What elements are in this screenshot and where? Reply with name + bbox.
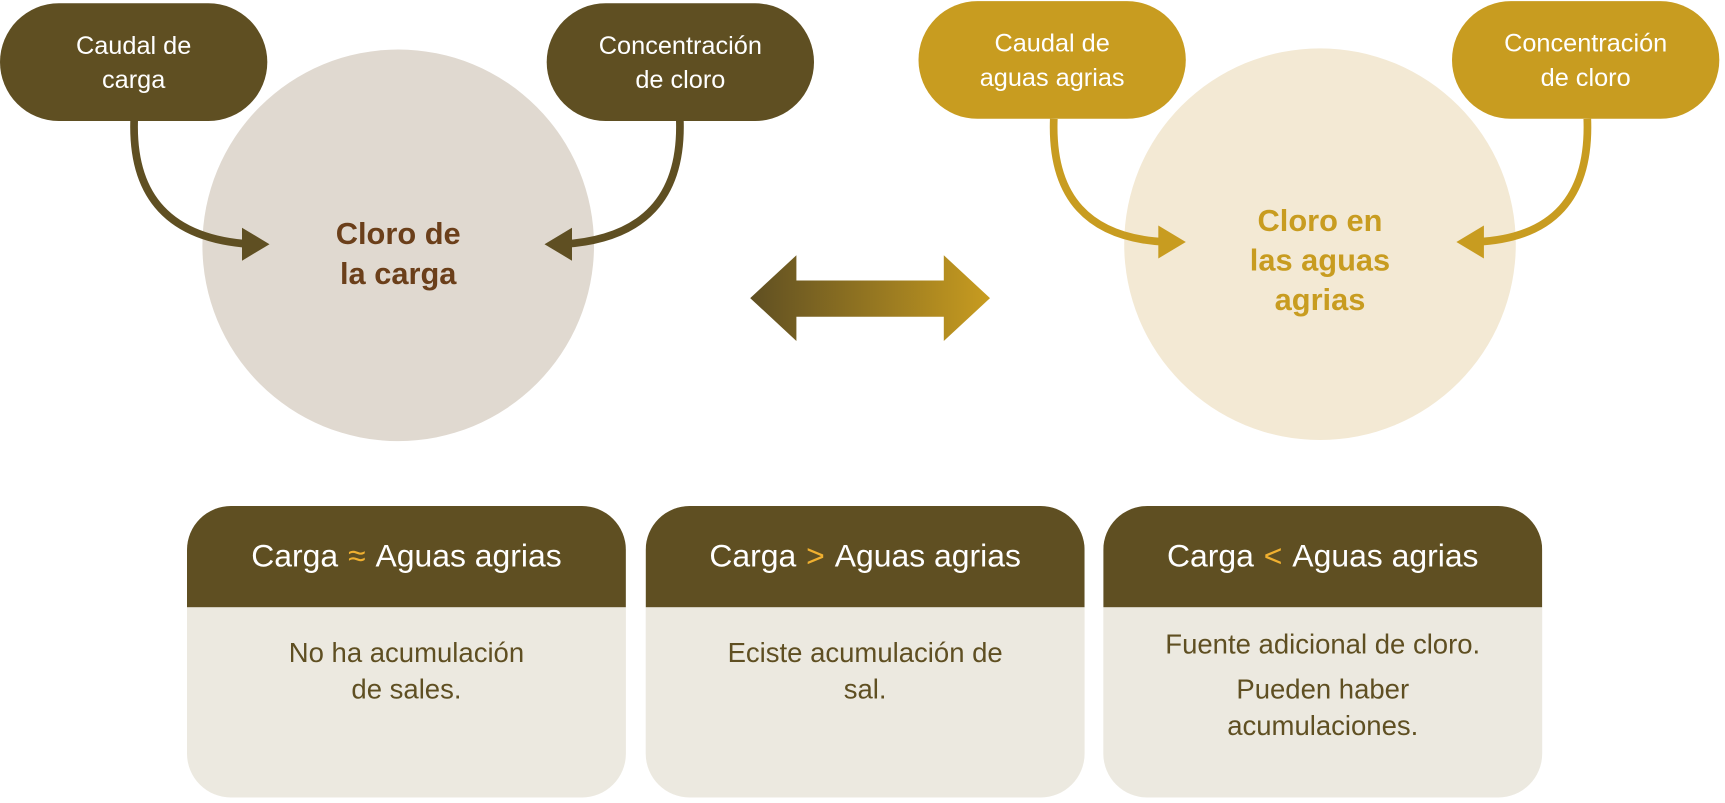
arrow-feed-concentration [562,118,684,249]
comparison-symbol: > [806,538,825,574]
sour-water-chlorine-label: Cloro en las aguas agrias [1210,201,1430,320]
card-line: sal. [843,674,887,706]
card-line: No ha acumulación [288,638,525,669]
card-right: Aguas agrias [375,538,562,574]
card-less: Carga<Aguas agrias Fuente adicional de c… [1103,506,1543,798]
input-pill-sour-flow: Caudal de aguas agrias [918,1,1186,119]
card-line: acumulaciones. [1227,710,1419,742]
input-pill-sour-concentration: Concentración de cloro [1452,1,1720,119]
double-arrow [750,255,990,341]
label-line: la carga [339,256,457,291]
input-pill-feed-flow: Caudal de carga [0,3,268,121]
arrow-sour-flow [1049,118,1167,246]
feed-chlorine-label: Cloro de la carga [288,215,508,294]
label-line: Cloro en [1257,203,1383,238]
card-left: Carga [1166,538,1254,574]
feed-chlorine-circle [202,49,594,442]
card-equal: Carga≈Aguas agrias No ha acumulación de s… [187,506,626,798]
card-header: Carga<Aguas agrias [1103,506,1543,608]
label-line: Cloro de [335,216,461,251]
label-line: agrias [1274,282,1366,317]
arrow-feed-flow [130,118,252,249]
card-right: Aguas agrias [1292,538,1479,574]
card-line: Eciste acumulación de [727,638,1003,669]
card-body: No ha acumulación de sales. [187,607,626,708]
card-left: Carga [709,538,797,574]
card-line: Fuente adicional de cloro. [1165,629,1481,660]
card-right: Aguas agrias [834,538,1021,574]
arrow-sour-concentration [1476,118,1592,246]
label-line: las aguas [1249,243,1391,278]
card-greater: Carga>Aguas agrias Eciste acumulación de… [645,506,1085,798]
card-line: Pueden haber [1236,674,1410,706]
arrowhead [242,227,270,261]
comparison-symbol: < [1263,538,1283,574]
card-body: Eciste acumulación de sal. [646,607,1085,708]
sour-water-chlorine-circle [1124,48,1516,441]
card-header: Carga>Aguas agrias [645,506,1085,608]
card-body: Fuente adicional de cloro. Pueden haber ac… [1103,607,1542,745]
comparison-symbol: ≈ [348,538,366,574]
card-header: Carga≈Aguas agrias [187,506,626,608]
input-pill-feed-concentration: Concentración de cloro [546,3,814,121]
card-line: de sales. [351,674,462,706]
card-left: Carga [251,538,339,574]
